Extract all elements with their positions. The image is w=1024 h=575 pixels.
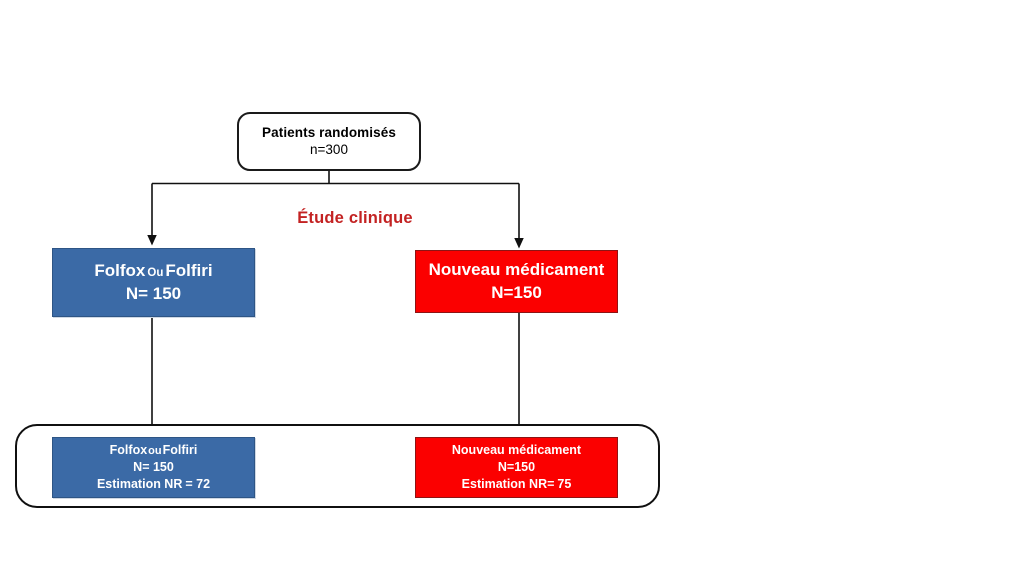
experimental-outcome-count: N=150 xyxy=(497,460,536,475)
control-arm-treatment-a: Folfox xyxy=(94,260,146,280)
node-patients-randomises: Patients randomisés n=300 xyxy=(237,112,421,171)
experimental-outcome-estimation-value: 75 xyxy=(557,476,572,491)
root-title: Patients randomisés xyxy=(262,125,396,141)
experimental-outcome-estimation: Estimation NR=75 xyxy=(462,477,572,492)
experimental-arm-name: Nouveau médicament xyxy=(428,259,605,279)
node-experimental-arm: Nouveau médicament N=150 xyxy=(415,250,618,313)
control-outcome-estimation-value: = 72 xyxy=(185,476,211,491)
control-arm-treatment-b: Folfiri xyxy=(165,260,213,280)
node-experimental-outcome: Nouveau médicament N=150 Estimation NR=7… xyxy=(415,437,618,498)
experimental-outcome-estimation-label: Estimation NR= xyxy=(461,476,555,491)
control-outcome-treatments: FolfoxouFolfiri xyxy=(110,443,198,458)
control-outcome-estimation: Estimation NR= 72 xyxy=(97,477,210,492)
caption-etude-clinique: Étude clinique xyxy=(297,209,413,227)
root-count: n=300 xyxy=(310,142,348,157)
control-outcome-estimation-label: Estimation NR xyxy=(96,476,183,491)
control-outcome-treatment-b: Folfiri xyxy=(162,443,198,458)
control-outcome-count: N= 150 xyxy=(133,460,174,475)
control-outcome-treatment-a: Folfox xyxy=(109,443,148,458)
node-control-outcome: FolfoxouFolfiri N= 150 Estimation NR= 72 xyxy=(52,437,255,498)
experimental-arm-count: N=150 xyxy=(491,283,542,302)
control-outcome-connector: ou xyxy=(148,445,162,458)
control-arm-connector: Ou xyxy=(147,266,164,279)
control-arm-count: N= 150 xyxy=(125,284,182,303)
experimental-outcome-name: Nouveau médicament xyxy=(451,443,582,458)
